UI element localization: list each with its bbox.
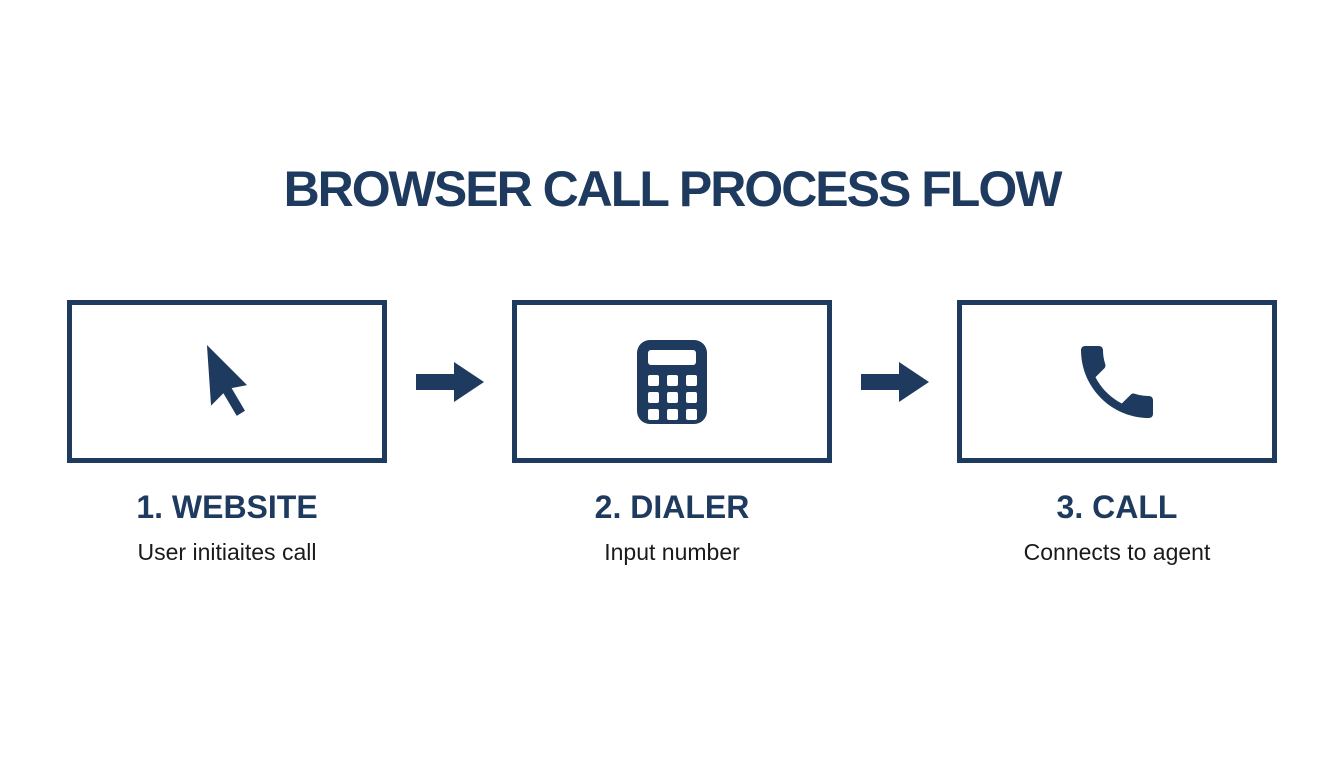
cursor-icon (206, 344, 247, 416)
phone-icon (1081, 345, 1153, 418)
arrow-right-icon (860, 361, 929, 402)
step-description: User initiaites call (137, 539, 317, 565)
flow-connector (832, 300, 957, 463)
page-title: BROWSER CALL PROCESS FLOW (283, 161, 1063, 217)
step-dialer: 2. DIALER Input number (512, 300, 832, 566)
flow-connector (387, 300, 512, 463)
step-label: 1. WEBSITE (136, 489, 318, 525)
step-label: 3. CALL (1056, 489, 1178, 525)
step-call: 3. CALL Connects to agent (957, 300, 1277, 566)
step-description: Connects to agent (1023, 539, 1211, 565)
arrow-right-icon (415, 361, 484, 402)
step-website: 1. WEBSITE User initiaites call (67, 300, 387, 566)
step-box (67, 300, 387, 463)
step-label: 2. DIALER (594, 489, 750, 525)
process-flow-row: 1. WEBSITE User initiaites call (0, 300, 1344, 566)
step-box (512, 300, 832, 463)
step-description: Input number (604, 539, 740, 565)
dialer-icon (637, 339, 707, 424)
step-box (957, 300, 1277, 463)
